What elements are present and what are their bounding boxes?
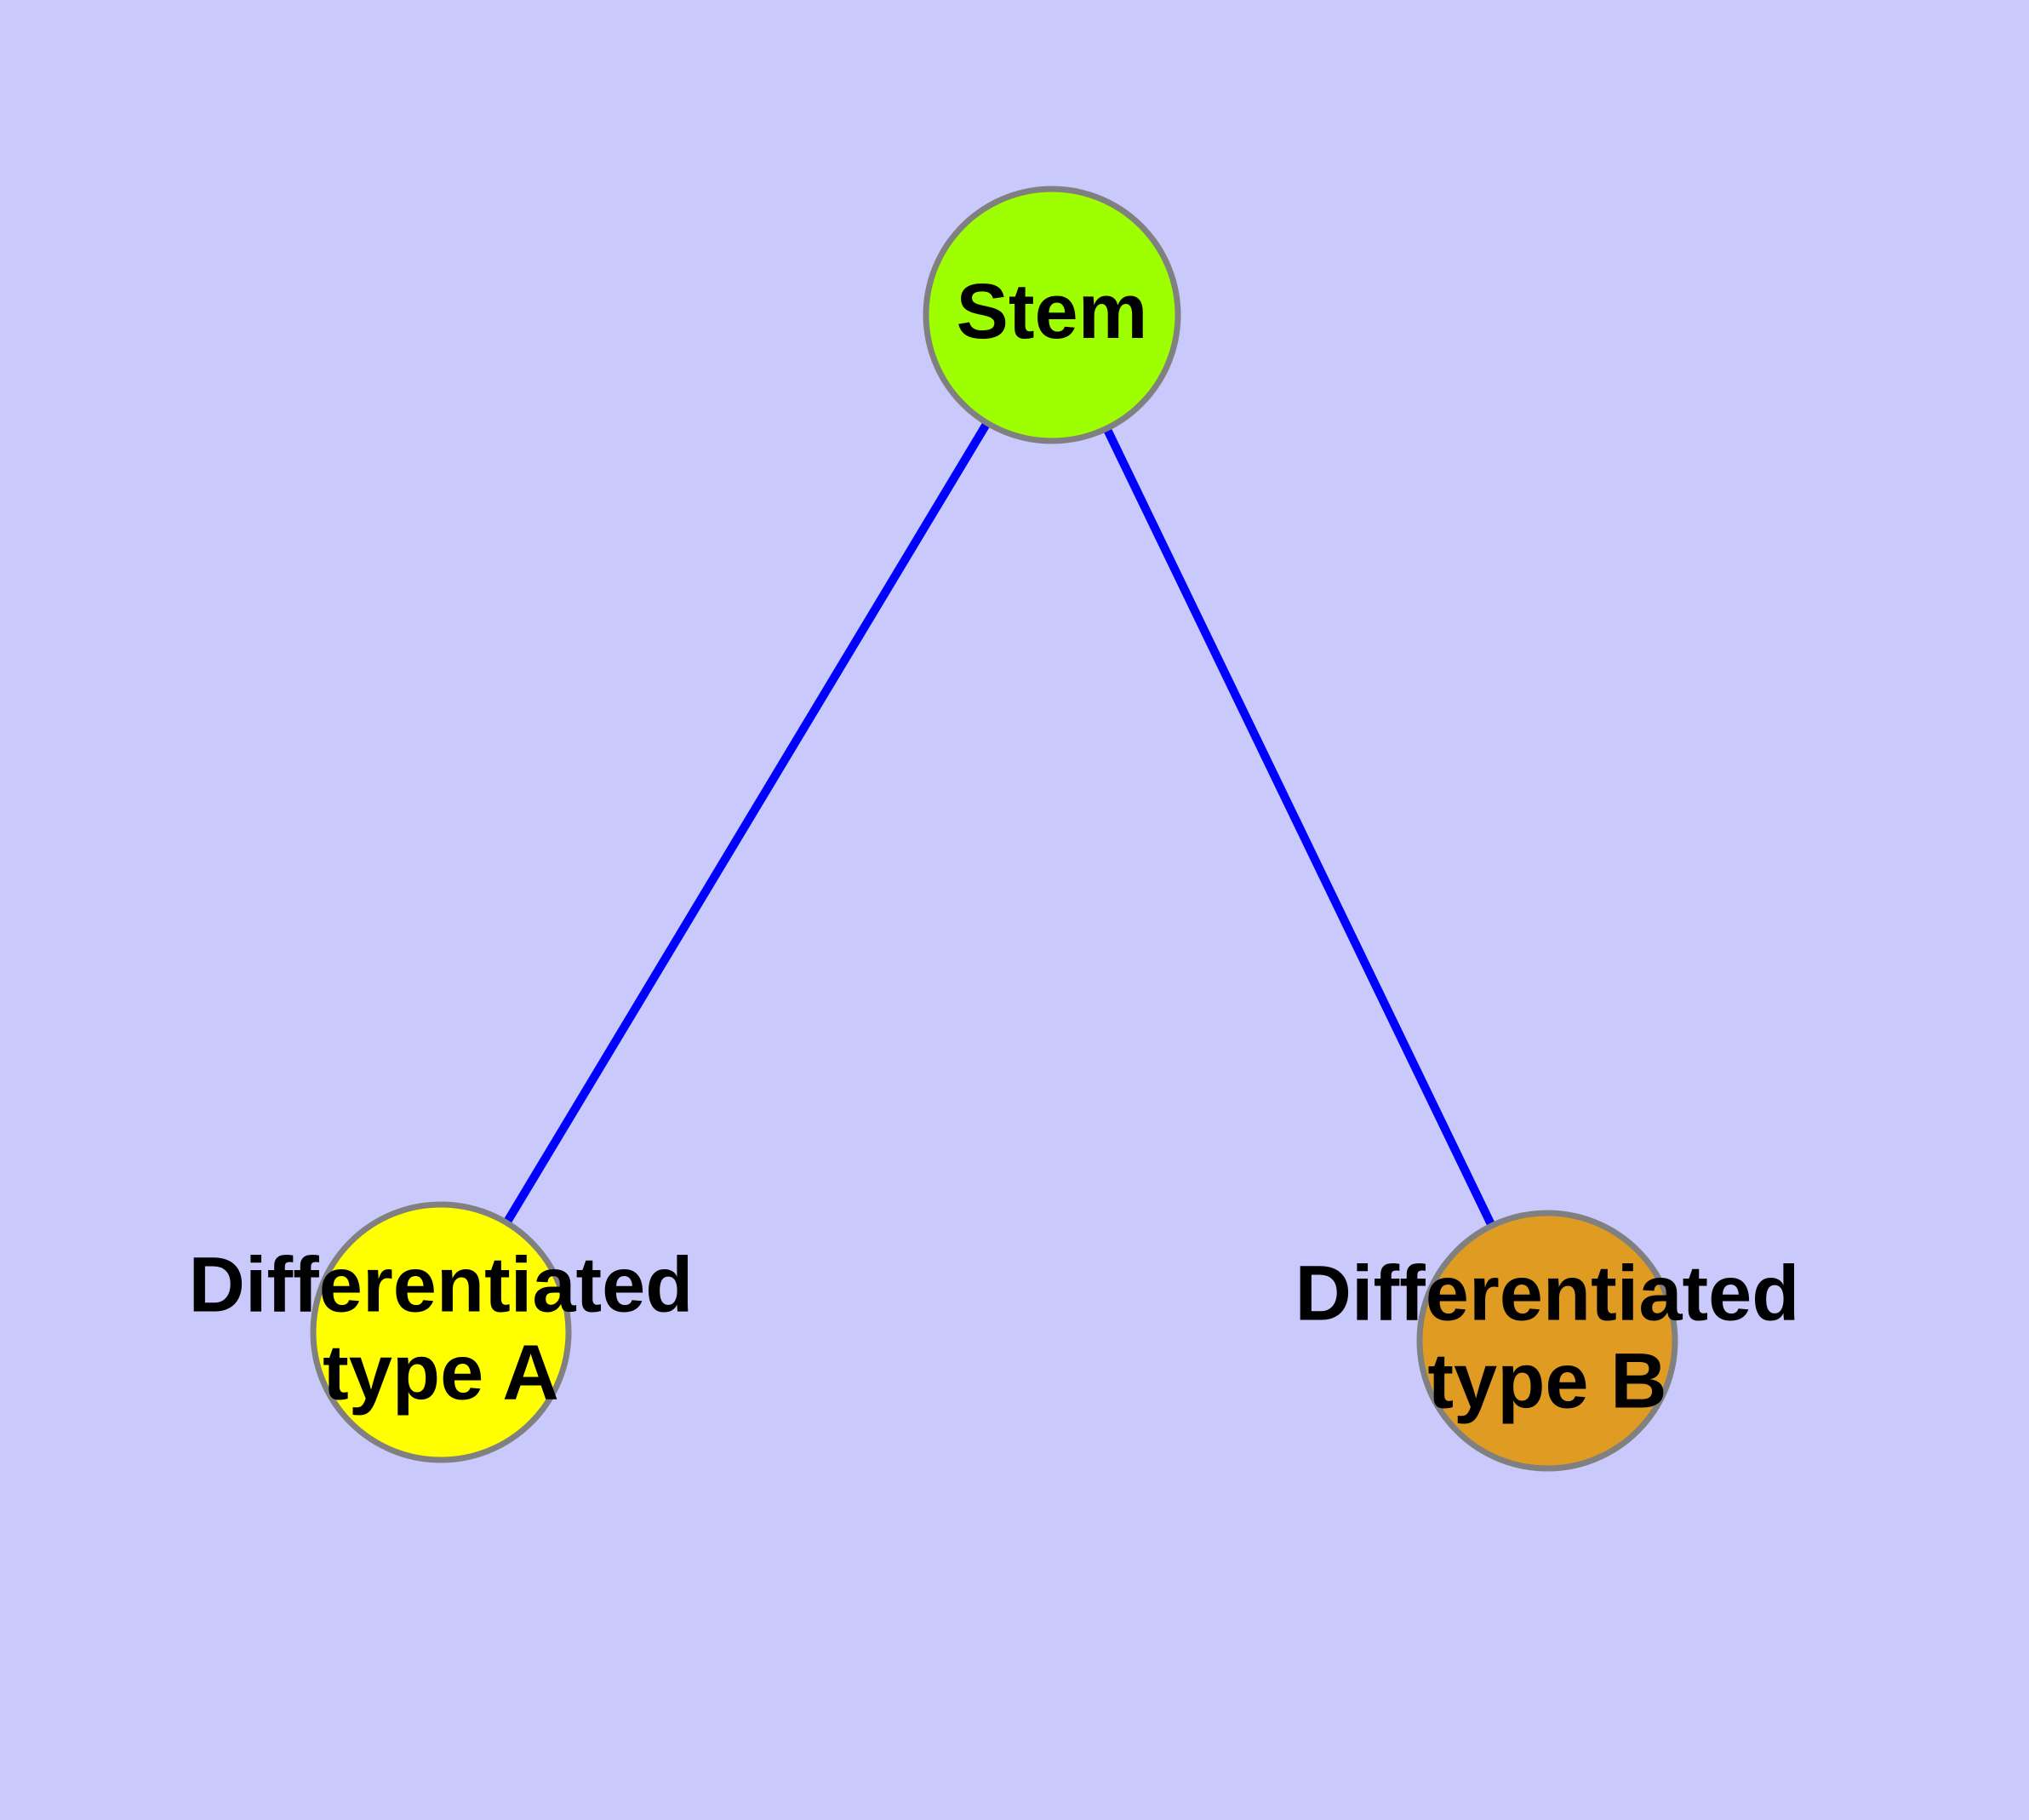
graph-edge	[500, 417, 993, 1228]
graph-node-diff_a[interactable]	[310, 1201, 572, 1463]
nodes-layer	[310, 186, 1678, 1472]
graph-node-label-line: type B	[1427, 1337, 1666, 1424]
graph-edge	[1101, 423, 1498, 1231]
graph-node-stem[interactable]	[923, 186, 1181, 444]
graph-node-label-line: type A	[323, 1329, 559, 1416]
graph-node-label-line: Differentiated	[189, 1241, 694, 1328]
graph-node-label-line: Stem	[957, 268, 1148, 355]
graph-node-diff_b[interactable]	[1416, 1210, 1678, 1472]
edges-layer	[500, 417, 1498, 1231]
graph-node-label-stem: Stem	[957, 268, 1148, 355]
graph-node-label-line: Differentiated	[1295, 1250, 1800, 1336]
